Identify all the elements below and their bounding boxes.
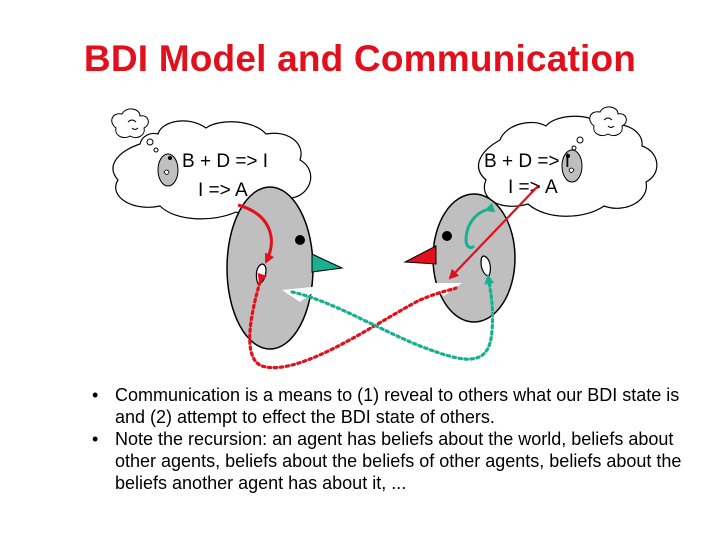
left-agent-mouth	[282, 286, 322, 302]
right-agent-head	[432, 193, 516, 323]
left-agent: B + D => I I => A	[111, 108, 344, 350]
right-agent-ear	[480, 255, 491, 277]
right-intention-arrow	[448, 185, 539, 280]
bullet-marker: •	[92, 429, 99, 449]
right-agent-beak	[403, 245, 437, 265]
bullet-text: Communication is a means to (1) reveal t…	[115, 385, 680, 427]
left-intention-arrow	[237, 203, 275, 264]
right-formula-line2: I => A	[508, 177, 558, 198]
slide-title: BDI Model and Communication	[83, 38, 637, 79]
right-agent-mouth	[420, 283, 462, 296]
bullet-marker: •	[92, 385, 99, 405]
teal-dotted-communication-arc	[290, 274, 495, 361]
right-nested-thought-bubble	[571, 106, 627, 151]
bullet-text: Note the recursion: an agent has beliefs…	[115, 429, 682, 493]
right-small-hook	[464, 202, 496, 250]
right-agent: B + D => I I => A	[403, 106, 658, 323]
right-mini-agent-head	[561, 149, 583, 183]
right-agent-eye	[442, 231, 452, 241]
left-formula-line1: B + D => I	[182, 151, 268, 172]
left-formula-line2: I => A	[198, 180, 248, 201]
bullet-list: • Communication is a means to (1) reveal…	[92, 384, 692, 494]
left-mini-agent-head	[157, 153, 179, 187]
left-nested-thought-bubble	[111, 108, 159, 153]
left-agent-eye	[295, 235, 305, 245]
red-dotted-communication-arc	[248, 272, 458, 370]
bullet-item-recursion: • Note the recursion: an agent has belie…	[92, 428, 692, 494]
left-agent-head	[226, 186, 314, 350]
bullet-item-communication: • Communication is a means to (1) reveal…	[92, 384, 692, 428]
right-formula-line1: B + D => I	[484, 151, 570, 172]
left-agent-beak	[311, 253, 344, 273]
